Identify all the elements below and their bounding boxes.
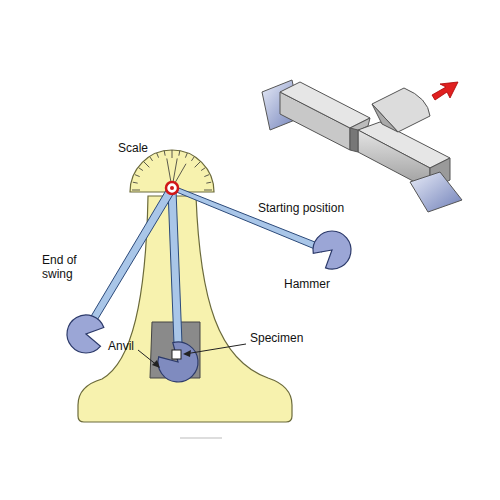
scale-tick	[172, 150, 173, 158]
pivot	[166, 182, 178, 194]
part-label: Anvil	[108, 340, 134, 354]
force-arrow	[432, 82, 458, 100]
part-label: Hammer	[284, 278, 330, 292]
hammer	[67, 315, 104, 353]
hammer	[313, 231, 351, 269]
scale-tick	[195, 162, 201, 168]
scale-tick	[157, 153, 159, 158]
pivot-center	[170, 186, 174, 190]
scale-tick	[178, 151, 180, 156]
scale-tick	[135, 175, 140, 177]
part-label: Specimen	[250, 332, 303, 346]
rule	[180, 438, 222, 439]
specimen	[172, 350, 181, 359]
leader-arrow	[152, 360, 160, 368]
pendulum-arm	[168, 190, 182, 344]
scale-tick	[191, 157, 194, 161]
leader-arrow	[183, 350, 191, 357]
scale-tick	[204, 175, 209, 177]
leader-line	[185, 344, 246, 354]
pendulum-arm-start	[171, 185, 325, 252]
hammer	[158, 342, 198, 382]
scale-tick	[144, 162, 150, 168]
scale-tick	[204, 190, 212, 191]
scale-tick	[201, 168, 205, 171]
scale-tick	[150, 157, 153, 161]
part-label: End of swing	[42, 254, 92, 282]
scale-tick	[133, 182, 138, 184]
scale-tick	[185, 153, 187, 158]
scale-tick	[139, 168, 143, 171]
scale-tick	[164, 151, 166, 156]
scale-tick	[206, 182, 211, 184]
part-label: Scale	[118, 142, 148, 156]
specimen-detail	[262, 80, 462, 212]
pendulum-arm-end	[90, 187, 175, 322]
scale-tick	[132, 190, 140, 191]
part-label: Starting position	[258, 202, 344, 216]
pedestal	[78, 196, 292, 422]
